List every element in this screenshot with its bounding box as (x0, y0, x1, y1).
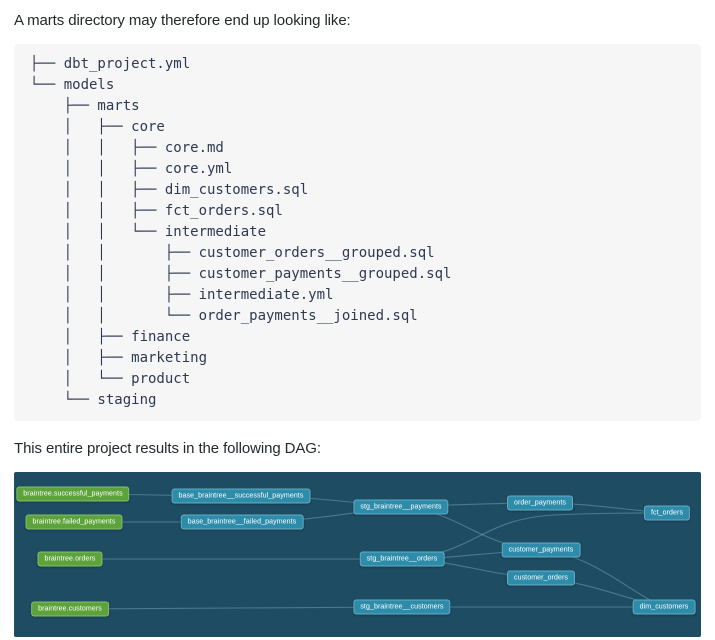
dag-node-braintree-successful-payments: braintree.successful_payments (16, 486, 130, 502)
dag-node-customer-orders: customer_orders (506, 570, 576, 586)
dag-panel: braintree.successful_payments base_braint… (14, 472, 701, 637)
dag-node-braintree-orders: braintree.orders (37, 551, 103, 567)
directory-tree-code-block: ├── dbt_project.yml └── models ├── marts… (14, 44, 701, 421)
dag-edge-braintree-customers-to-stg-braintree-customers (69, 606, 403, 610)
dag-node-customer-payments: customer_payments (501, 542, 581, 558)
dag-node-stg-braintree-orders: stg_braintree__orders (359, 551, 445, 567)
dag-node-braintree-customers: braintree.customers (31, 601, 109, 617)
dag-node-base-braintree-failed-payments: base_braintree__failed_payments (180, 514, 304, 530)
dag-node-order-payments: order_payments (507, 495, 573, 511)
dag-node-stg-braintree-customers: stg_braintree__customers (353, 599, 451, 615)
dag-intro-text: This entire project results in the follo… (14, 440, 321, 457)
dag-node-dim-customers: dim_customers (632, 599, 696, 615)
dag-node-stg-braintree-payments: stg_braintree__payments (353, 499, 449, 515)
dag-edge-stg-braintree-orders-to-fct-orders (401, 512, 668, 560)
intro-text: A marts directory may therefore end up l… (14, 12, 351, 29)
dag-node-fct-orders: fct_orders (643, 505, 691, 521)
dag-node-braintree-failed-payments: braintree.failed_payments (25, 514, 123, 530)
dag-node-base-braintree-successful-payments: base_braintree__successful_payments (171, 488, 311, 504)
